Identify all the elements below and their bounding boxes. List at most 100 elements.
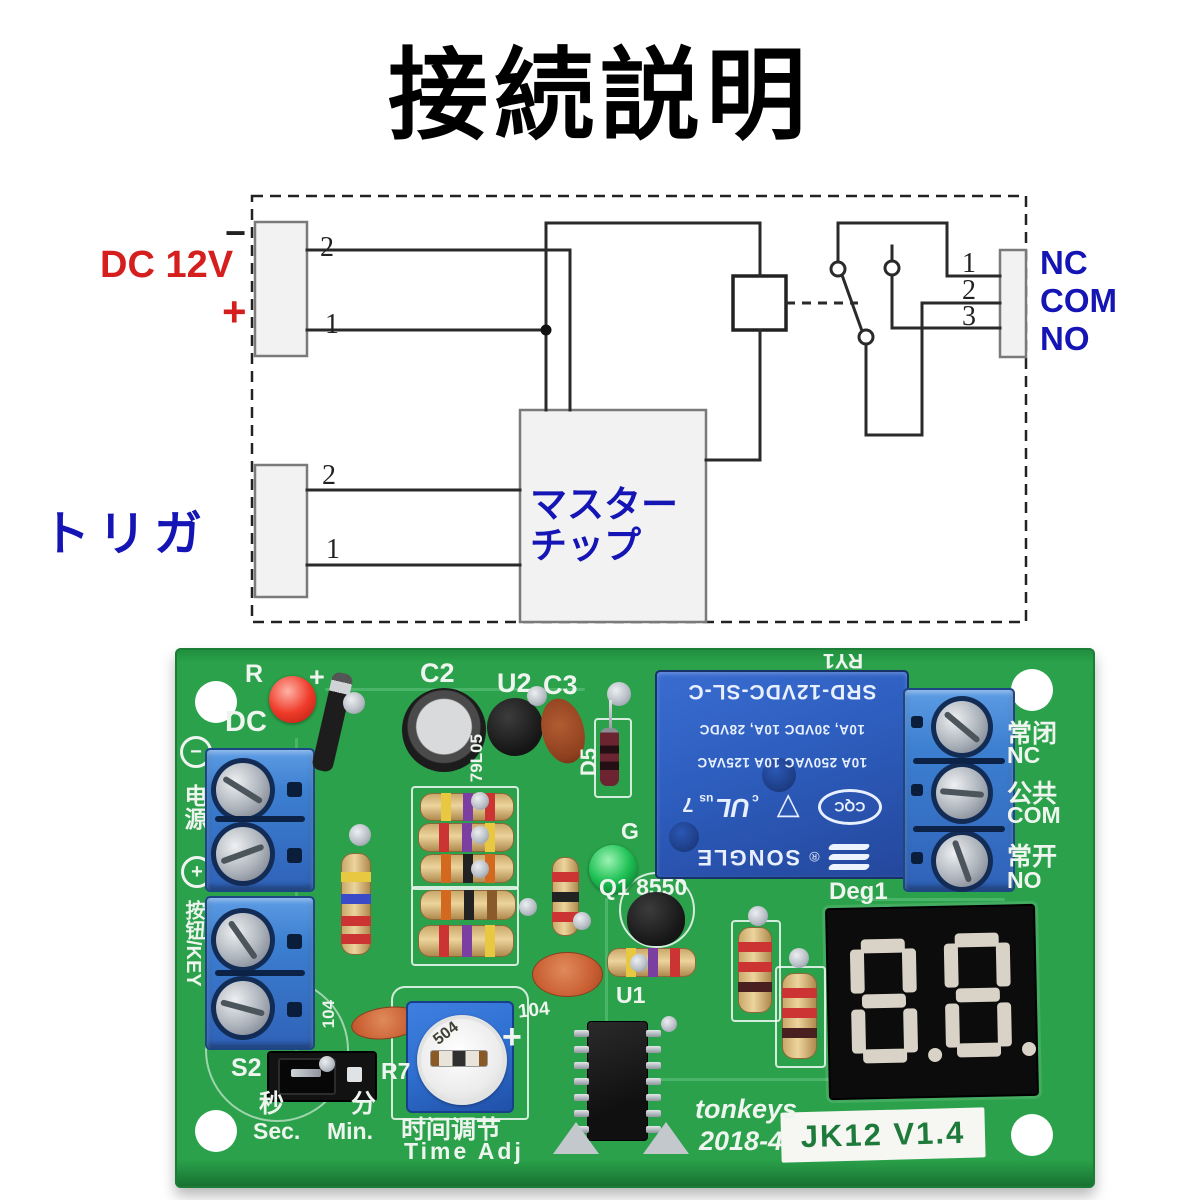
pcb-trace: [645, 1078, 845, 1081]
silk-nc-cn: 常闭: [1007, 720, 1058, 748]
silk-min-en: Min.: [327, 1118, 373, 1144]
wire-nc-contact: [836, 221, 1002, 278]
terminal-screw-well: [211, 908, 275, 972]
pin-label: 2: [320, 232, 334, 263]
screw-slot: [220, 998, 266, 1017]
jumper-open-pad: [347, 1067, 362, 1082]
relay-dimple: [669, 822, 699, 852]
resistor: [420, 890, 516, 920]
terminal-wire-hole: [911, 716, 923, 728]
green-led: [589, 845, 637, 893]
solder-pad: [661, 1016, 677, 1032]
terminal-screw-well: [931, 696, 993, 758]
resistor: [420, 854, 514, 883]
pin-label: 1: [325, 309, 339, 340]
dc-minus-sign: −: [225, 212, 247, 253]
relay-rating-dc: 10A, 30VDC 10A, 28VDC: [699, 721, 865, 737]
terminal-wire-hole: [287, 1002, 302, 1017]
output-connector-box: [998, 248, 1028, 359]
relay-brand-row: ® SONGLE: [695, 844, 871, 870]
terminal-screw-well: [211, 822, 275, 886]
silk-r-label: R: [245, 660, 264, 688]
trimmer-slot: [430, 1050, 488, 1067]
red-led: [269, 676, 316, 723]
terminal-screw: [216, 827, 270, 881]
nc-label: NC: [1040, 244, 1088, 281]
silk-104-left: 104: [319, 1000, 338, 1029]
silk-plus-label: +: [309, 662, 325, 692]
mounting-hole: [1011, 669, 1053, 711]
ic-u1: [574, 1021, 661, 1141]
com-label: COM: [1040, 282, 1117, 319]
master-chip-line2: チップ: [530, 525, 641, 566]
relay-brand: SONGLE: [695, 845, 801, 870]
silk-no-cn: 常开: [1007, 843, 1058, 871]
relay-rating-ac: 10A 250VAC 10A 125VAC: [696, 755, 868, 771]
solder-pad: [519, 898, 537, 916]
disc-capacitor: [532, 952, 603, 997]
silk-c2-label: C2: [420, 658, 455, 688]
silk-brand-label: tonkeys: [695, 1094, 798, 1124]
silk-timeadj-en: Time Adj: [404, 1138, 524, 1164]
resistor: [418, 823, 514, 852]
jumper-pin: [291, 1069, 321, 1077]
master-chip-box: [518, 408, 708, 624]
relay-model: SRD-12VDC-SL-C: [687, 680, 877, 703]
silk-no-en: NO: [1007, 867, 1042, 893]
relay-cert-logos: CQC ▽ c UL us 7: [682, 789, 882, 826]
silk-plus-trimmer: +: [502, 1018, 522, 1056]
pin-label: 2: [962, 275, 976, 306]
contact-nc: [829, 260, 847, 278]
silk-sec-cn: 秒: [259, 1090, 285, 1118]
screw-slot: [939, 787, 985, 799]
silk-104-mid: 104: [516, 998, 551, 1023]
pin-label: 1: [962, 248, 976, 279]
terminal-wire-hole: [287, 934, 302, 949]
master-chip-line1: マスター: [530, 484, 678, 525]
seven-segment-digit: [849, 938, 943, 1064]
connection-schematic: 2 1 2 1 1 2 3: [250, 194, 1028, 624]
wire-no-contact: [890, 273, 1002, 330]
no-label: NO: [1040, 320, 1090, 357]
terminal-separator: [215, 970, 305, 976]
silk-ry1-label: RY1: [823, 649, 864, 672]
terminal-wire-hole: [287, 848, 302, 863]
songle-logo: [827, 844, 871, 870]
key-terminal-block: [205, 896, 315, 1050]
mounting-hole: [195, 681, 237, 723]
output-labels: NC COM NO: [1040, 244, 1117, 358]
trigger-label: トリガ: [42, 508, 211, 561]
terminal-screw-well: [211, 976, 275, 1040]
resistor: [607, 948, 696, 977]
solder-triangle-pad: [553, 1122, 599, 1154]
wire-com-contact: [864, 301, 1002, 437]
silk-79l05-label: 79L05: [467, 734, 486, 783]
solder-pad: [471, 826, 489, 844]
board-version-label: JK12 V1.4: [780, 1107, 986, 1163]
silk-r7-label: R7: [381, 1058, 411, 1084]
terminal-screw: [936, 835, 988, 887]
terminal-screw: [936, 767, 988, 819]
triangle-logo: ▽: [776, 791, 800, 825]
terminal-screw: [216, 981, 270, 1035]
terminal-wire-hole: [911, 852, 923, 864]
silk-c3-label: C3: [543, 670, 578, 700]
page-title: 接続説明: [388, 37, 812, 154]
silk-dc-label: DC: [225, 706, 267, 738]
mounting-hole: [195, 1110, 237, 1152]
silk-timeadj-cn: 时间调节: [401, 1116, 502, 1144]
dc-terminal-block: [205, 748, 315, 892]
transistor-u2: [487, 698, 543, 756]
relay-dimple: [762, 758, 796, 792]
silk-sec-en: Sec.: [253, 1118, 301, 1144]
seven-segment-display: 8.8.: [825, 903, 1039, 1101]
silk-deg1-label: Deg1: [829, 878, 888, 905]
solder-pad: [471, 860, 489, 878]
terminal-screw: [216, 913, 270, 967]
relay: ® SONGLE CQC ▽ c UL us 7 10A 250VAC 10A …: [655, 670, 909, 879]
cqc-logo: CQC: [817, 789, 882, 826]
seven-segment-digit: [943, 932, 1037, 1058]
terminal-separator: [215, 816, 305, 822]
terminal-screw: [936, 701, 988, 753]
